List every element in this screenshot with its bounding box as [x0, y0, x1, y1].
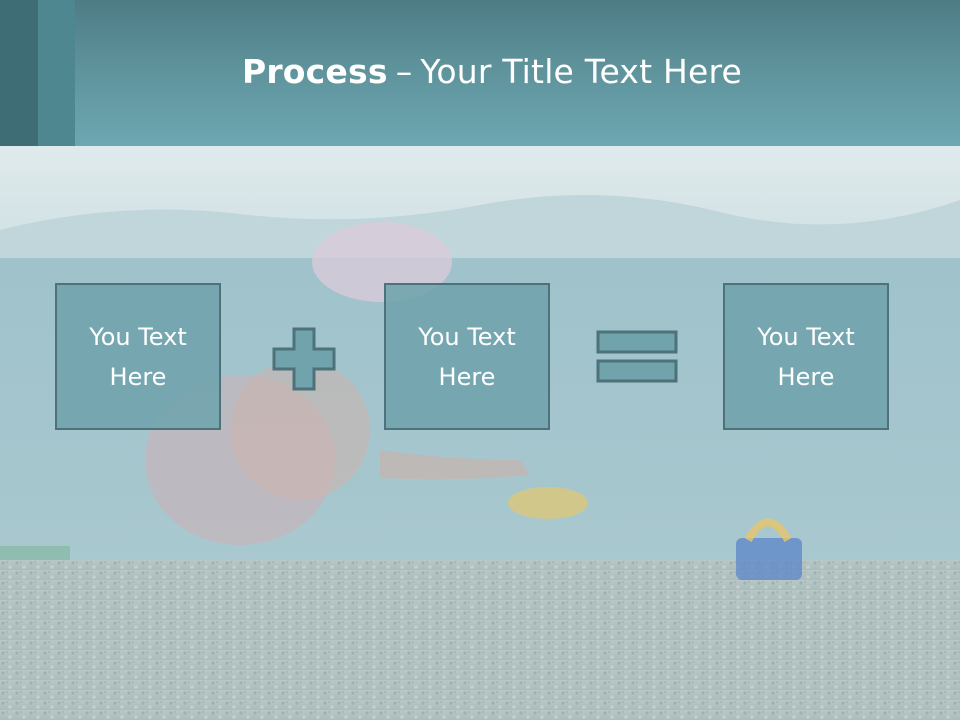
box-text: You Text Here: [89, 317, 187, 397]
title-rest: Your Title Text Here: [420, 52, 743, 91]
box-text-line1: You Text: [757, 322, 855, 351]
title-bold: Process: [241, 52, 388, 91]
process-box-2[interactable]: You Text Here: [384, 283, 550, 430]
box-text-line2: Here: [438, 362, 496, 391]
process-box-3[interactable]: You Text Here: [723, 283, 889, 430]
box-text-line2: Here: [109, 362, 167, 391]
decorative-stripe: [0, 0, 38, 146]
slide-title: Process–Your Title Text Here: [0, 52, 960, 91]
title-bar: [0, 0, 960, 146]
equals-icon: [596, 330, 678, 383]
plus-icon: [272, 327, 336, 391]
decorative-stripe: [38, 0, 75, 146]
box-text: You Text Here: [418, 317, 516, 397]
box-text: You Text Here: [757, 317, 855, 397]
box-text-line2: Here: [777, 362, 835, 391]
process-box-1[interactable]: You Text Here: [55, 283, 221, 430]
box-text-line1: You Text: [418, 322, 516, 351]
title-separator: –: [395, 52, 413, 91]
box-text-line1: You Text: [89, 322, 187, 351]
